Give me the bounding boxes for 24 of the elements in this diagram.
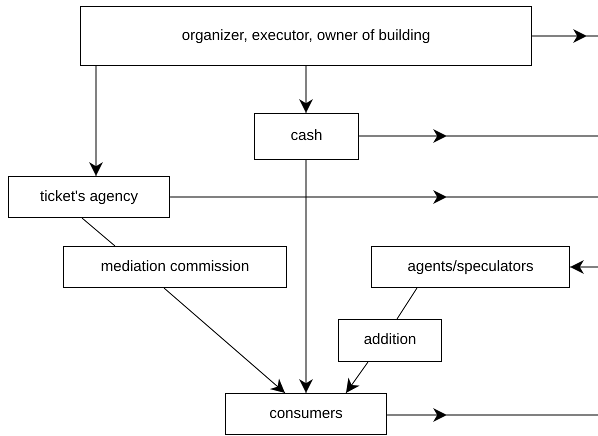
process-box <box>371 246 570 288</box>
arrow <box>299 160 313 394</box>
arrow <box>299 66 313 114</box>
box-label: consumers <box>269 404 343 424</box>
process-box <box>63 246 287 288</box>
arrow <box>346 362 368 394</box>
arrow <box>570 260 598 274</box>
process-box <box>80 6 532 66</box>
box-label: organizer, executor, owner of building <box>182 26 430 46</box>
box-label: ticket's agency <box>40 188 138 206</box>
process-box <box>254 113 359 160</box>
process-box <box>8 176 170 218</box>
process-box <box>225 393 387 435</box>
arrow <box>164 288 286 394</box>
box-label: mediation commission <box>100 258 250 276</box>
arrow <box>358 129 448 143</box>
box-label: agents/speculators <box>408 258 534 276</box>
arrow <box>89 66 103 176</box>
arrow <box>532 29 588 43</box>
arrow <box>386 408 448 422</box>
box-label: cash <box>290 127 322 146</box>
box-label: addition <box>364 331 416 350</box>
arrow <box>170 190 448 204</box>
process-box <box>338 319 442 362</box>
